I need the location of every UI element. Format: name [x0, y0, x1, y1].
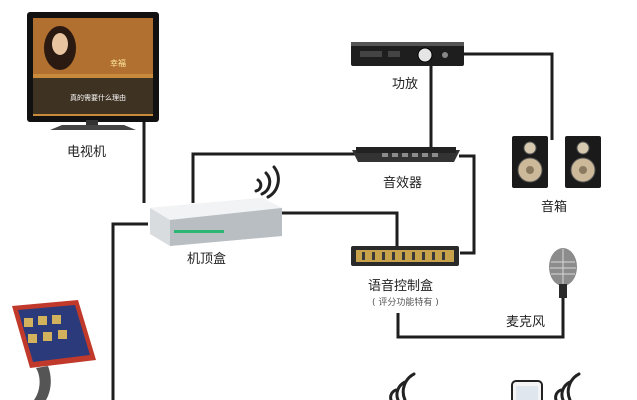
settop-box-label: 机顶盒 [187, 252, 227, 267]
tv-label: 电视机 [67, 145, 107, 160]
mic-handle [559, 284, 567, 298]
speaker-right [565, 136, 601, 188]
speaker-left [512, 136, 548, 188]
voice-box-device [351, 246, 459, 266]
wifi-signal-icon [554, 372, 581, 400]
line-amp-speakers [464, 52, 554, 140]
wifi-signal-icon [389, 372, 416, 400]
tv-stand-neck [86, 120, 98, 126]
line-effector-voice [459, 154, 476, 255]
amplifier-label: 功放 [392, 77, 419, 92]
tv-screen-text-1: 幸福 [110, 59, 126, 68]
wifi-signal-icon [254, 165, 280, 199]
voice-box-label: 语音控制盒 [368, 279, 434, 294]
tv-stand-base [50, 125, 136, 130]
effector-label: 音效器 [383, 176, 423, 191]
speakers-label: 音箱 [541, 200, 568, 215]
kiosk-device [12, 300, 96, 400]
line-settop-voice [280, 211, 399, 247]
tv-device: 幸福 真的需要什么理由 [27, 12, 159, 130]
amplifier-device [351, 42, 464, 66]
microphone-device [549, 248, 577, 298]
kiosk-stand [34, 366, 51, 400]
speakers-device [512, 136, 601, 188]
line-settop-kiosk [111, 222, 148, 400]
phone-device [511, 380, 543, 400]
tv-screen-text-2: 真的需要什么理由 [70, 93, 126, 102]
voice-box-note: ( 评分功能特有 ) [372, 298, 439, 308]
microphone-label: 麦克风 [506, 315, 546, 330]
connection-lines [111, 52, 565, 400]
settop-box-device [150, 198, 282, 246]
line-voice-mic [396, 298, 565, 339]
line-effector-settop [191, 152, 355, 203]
effector-device [352, 147, 460, 162]
amp-knob [417, 47, 433, 63]
